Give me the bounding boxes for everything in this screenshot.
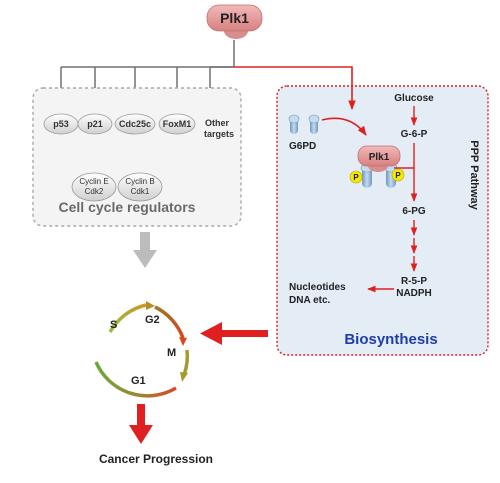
regulators-to-cycle-arrow	[133, 232, 157, 268]
complex-plk1-label: Plk1	[369, 152, 390, 163]
biosynthesis-title: Biosynthesis	[344, 331, 437, 348]
phase-label-s: S	[110, 319, 117, 331]
plk1-to-ppp-arrow	[234, 66, 356, 110]
g6pd-label: G6PD	[289, 141, 316, 152]
regulator-label-p21: p21	[87, 119, 103, 129]
phospho-label-right: P	[395, 171, 401, 180]
cycle-arc-g1	[94, 361, 177, 398]
regulator-label-p53: p53	[53, 119, 69, 129]
products-nucleotides: Nucleotides	[289, 282, 346, 293]
phase-label-g2: G2	[145, 314, 160, 326]
other-targets-line2: targets	[204, 129, 234, 139]
regulator-label-cdc25c: Cdc25c	[119, 119, 151, 129]
plk1-g6pd-complex: Plk1 P P	[349, 145, 405, 188]
cyclin-b-label: Cyclin B	[125, 177, 154, 186]
other-targets-line1: Other	[205, 118, 230, 128]
regulator-oval-p21: p21	[77, 113, 113, 135]
cycle-arc-s	[108, 303, 147, 333]
cell-cycle-diagram: S G2 M G1	[94, 301, 190, 398]
cdk1-label: Cdk1	[131, 187, 150, 196]
products-dna: DNA etc.	[289, 295, 331, 306]
phase-label-m: M	[167, 347, 176, 359]
g6pd-protein-icon	[288, 114, 320, 134]
cell-cycle-regulators-title: Cell cycle regulators	[59, 199, 196, 215]
cycle-arc-m	[182, 349, 190, 376]
regulator-label-foxm1: FoxM1	[163, 119, 192, 129]
step-g6p: G-6-P	[401, 129, 428, 140]
cyclin-b-oval: Cyclin B Cdk1	[117, 172, 163, 202]
plk1-node: Plk1	[206, 4, 263, 39]
phospho-label-left: P	[353, 173, 359, 182]
regulator-oval-cdc25c: Cdc25c	[114, 113, 156, 135]
phospho-circle-left	[349, 170, 363, 184]
ppp-pathway-box	[276, 85, 489, 356]
biosynthesis-to-cycle-arrow	[200, 322, 268, 345]
complex-plk1-body	[357, 145, 401, 167]
step-glucose: Glucose	[394, 93, 434, 104]
cyclin-e-oval: Cyclin E Cdk2	[71, 172, 117, 202]
regulator-oval-foxm1: FoxM1	[158, 113, 196, 135]
outcome-label: Cancer Progression	[99, 452, 213, 466]
plk1-node-body	[206, 4, 263, 32]
cycle-arc-g2	[154, 305, 185, 339]
phase-label-g1: G1	[131, 375, 146, 387]
regulator-oval-p53: p53	[43, 113, 79, 135]
g6pd-to-complex-arrow	[321, 117, 367, 136]
cyclin-e-label: Cyclin E	[79, 177, 108, 186]
step-nadph: NADPH	[396, 288, 432, 299]
phospho-circle-right	[391, 168, 405, 182]
step-r5p: R-5-P	[401, 276, 427, 287]
plk1-node-label: Plk1	[220, 10, 249, 26]
step-6pg: 6-PG	[402, 206, 426, 217]
cdk2-label: Cdk2	[85, 187, 104, 196]
ppp-pathway-vertical-title: PPP Pathway	[468, 140, 480, 210]
cycle-to-outcome-arrow	[129, 404, 153, 444]
